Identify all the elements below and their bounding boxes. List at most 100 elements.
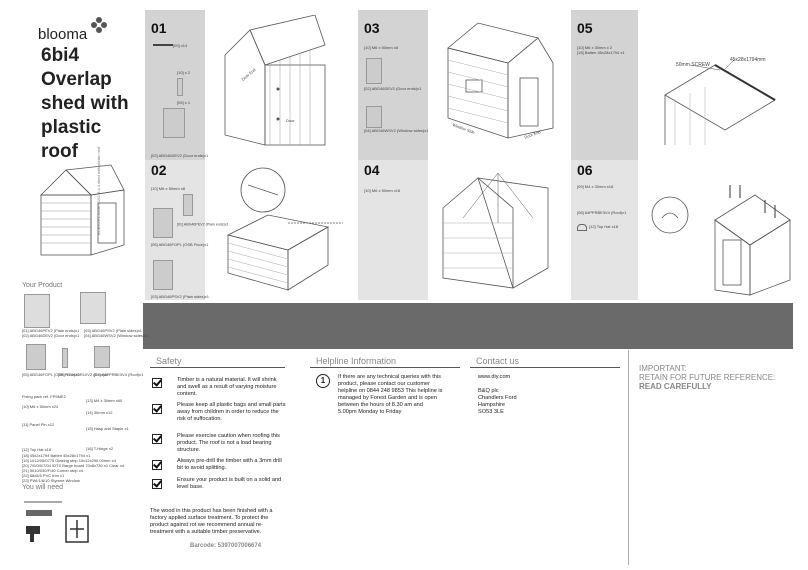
fixing-item: [16] T-Hinge x2 xyxy=(86,446,114,451)
part-thumb xyxy=(366,106,382,128)
part-label: [08] 64PPRBE3V4 (Roof)x1 xyxy=(577,210,627,215)
part-thumb xyxy=(153,260,173,290)
brand-logo: blooma xyxy=(38,17,107,43)
part-label: [04] ABG46WSV2 (Window sides)x1 xyxy=(84,333,149,338)
divider xyxy=(310,367,460,368)
safety-item: Ensure your product is built on a solid … xyxy=(177,477,282,490)
fixing-item: [15] Hasp and Staple x1 xyxy=(86,426,129,431)
step-04-diagram xyxy=(442,172,549,289)
part-thumb xyxy=(177,78,183,96)
title-line: roof xyxy=(41,141,78,162)
screw-icon xyxy=(153,44,173,46)
part-label: [02] ABG46DEV2 (Door ends)x1 xyxy=(151,153,209,158)
address-line: Chandlers Ford xyxy=(478,395,517,401)
spine-text: BOBEZE4-issue 02/11-6 x 4 shed with plas… xyxy=(96,146,101,235)
step-number: 01 xyxy=(151,20,167,36)
important-line: IMPORTANT: xyxy=(639,364,687,373)
brand-name: blooma xyxy=(38,26,88,43)
your-product-section: Your Product [01] ABG46PEV2 (Plain ends)… xyxy=(22,282,148,543)
your-product-heading: Your Product xyxy=(22,282,63,289)
part-label: [10] M6 x 50mm x8 xyxy=(364,45,399,50)
part-thumb xyxy=(80,292,106,324)
part-label: [01] ABG46PEV2 (Plain ends)x1 xyxy=(22,328,80,333)
step-number: 02 xyxy=(151,162,167,178)
part-label: [05] ABG46FOPL (OSB Floor)x1 xyxy=(22,372,80,377)
fixing-item: [11] Panel Pin x12 xyxy=(22,422,55,427)
extra-item: [19] 1012/05/0775 Glazing strip 10x12x29… xyxy=(22,458,116,463)
step-03-panel: 03 [10] M6 x 50mm x8 [02] ABG46DEV2 (Doo… xyxy=(358,10,428,160)
step-number: 03 xyxy=(364,20,380,36)
helpline-heading: Helpline Information xyxy=(316,356,397,366)
safety-footer: The wood in this product has been finish… xyxy=(150,508,273,535)
part-label: [05] ABG46FOPL (OSB Floor)x1 xyxy=(151,242,209,247)
part-thumb xyxy=(183,194,193,216)
step-02-panel: 02 [10] M6 x 50mm x8 [01] ABG46PEV2 (Pla… xyxy=(145,160,229,300)
part-thumb xyxy=(24,294,50,328)
address-line: Hampshire xyxy=(478,402,506,408)
step-06-diagram xyxy=(651,185,791,296)
part-label: [01] ABG46PEV2 (Plain ends)x1 xyxy=(177,222,229,227)
website-link[interactable]: www.diy.com xyxy=(478,374,511,380)
title-line: plastic xyxy=(41,117,102,138)
part-label: [05] x 1 xyxy=(177,100,191,105)
helpline-text: If there are any technical queries with … xyxy=(338,374,443,415)
title-line: shed with xyxy=(41,93,129,114)
part-label: [03] ABG46PSV2 (Plain sides)x1 xyxy=(151,294,210,299)
part-label: [09] x14 xyxy=(173,43,188,48)
extra-item: [22] 68x5/5 PVC trim x1 xyxy=(22,473,65,478)
part-label: [18] Batten 45x28x1794 x1 xyxy=(577,50,625,55)
part-label: [10] M6 x 50mm x8 xyxy=(151,186,186,191)
step-number: 06 xyxy=(577,162,593,178)
part-label: [07] 64PPRBE3V4 (Roof)x1 xyxy=(94,372,144,377)
part-thumb xyxy=(366,58,382,84)
checkbox-icon xyxy=(152,404,162,414)
safety-item: Always pre-drill the timber with a 3mm d… xyxy=(177,458,282,471)
important-line: RETAIN FOR FUTURE REFERENCE: xyxy=(639,373,776,382)
part-thumb xyxy=(153,208,173,238)
divider xyxy=(470,367,620,368)
part-label: [10] x 2 xyxy=(177,70,191,75)
fixing-item: [12] Top Hat x16 xyxy=(22,447,52,452)
step-04-panel: 04 [10] M6 x 50mm x16 xyxy=(358,160,428,300)
step-01-diagram xyxy=(224,15,326,146)
important-line: READ CAREFULLY xyxy=(639,382,712,391)
safety-item: Please keep all plastic bags and small p… xyxy=(177,402,286,422)
safety-item: Please exercise caution when roofing thi… xyxy=(177,433,280,453)
part-label: [06] YTOUOR10V2 (Door)x1 xyxy=(58,372,109,377)
step-03-diagram xyxy=(447,22,554,139)
part-label: [02] ABG46DEV2 (Door ends)x1 xyxy=(22,333,80,338)
step-05-diagram xyxy=(664,58,776,145)
extra-item: [20] 7/0/0/0/7/04 IDTS Barge board 70x8x… xyxy=(22,463,125,468)
fixing-item: [14] 30mm x12 xyxy=(86,410,113,415)
part-thumb xyxy=(94,346,110,368)
title-line: 6bi4 xyxy=(41,45,80,66)
diagram-label: 50mm SCREW xyxy=(676,62,710,68)
part-label: [09] M4 x 30mm x18 xyxy=(577,184,614,189)
part-label: [10] M6 x 50mm x16 xyxy=(364,188,401,193)
part-thumb xyxy=(26,344,46,370)
step-01-panel: 01 [09] x14 [10] x 2 [05] x 1 [02] ABG46… xyxy=(145,10,209,160)
part-label: [02] ABG46DEV2 (Door ends)x1 xyxy=(364,86,422,91)
part-thumb xyxy=(163,108,185,138)
part-label: [10] M6 x 30mm x 2 xyxy=(577,45,613,50)
step-02-diagram xyxy=(226,167,343,291)
fixing-heading: Fixing pack ref. FP6ME2 xyxy=(22,394,66,399)
part-label: [03] ABG46PSV2 (Plain sides)x1 xyxy=(84,328,143,333)
flower-icon xyxy=(91,17,107,33)
page-title: 6bi4 Overlap shed with plastic roof xyxy=(41,44,129,164)
divider xyxy=(150,367,285,368)
barcode: Barcode: 5397007006674 xyxy=(190,543,262,549)
extra-item: [21] 5010/030/F/40 Corner strip x4 xyxy=(22,468,83,473)
checkbox-icon xyxy=(152,378,162,388)
step-number: 05 xyxy=(577,20,593,36)
checkbox-icon xyxy=(152,460,162,470)
step-06-panel: 06 [09] M4 x 30mm x18 [08] 64PPRBE3V4 (R… xyxy=(571,160,638,300)
you-will-need-heading: You will need xyxy=(22,484,63,491)
step-number: 04 xyxy=(364,162,380,178)
safety-heading: Safety xyxy=(156,356,182,366)
address-line: B&Q plc xyxy=(478,388,499,394)
extra-item: [23] PWI/1/6/10 Styrene Window xyxy=(22,478,80,483)
divider-vertical xyxy=(628,350,629,565)
checkbox-icon xyxy=(152,434,162,444)
step-05-panel: 05 [10] M6 x 30mm x 2 [18] Batten 45x28x… xyxy=(571,10,638,160)
